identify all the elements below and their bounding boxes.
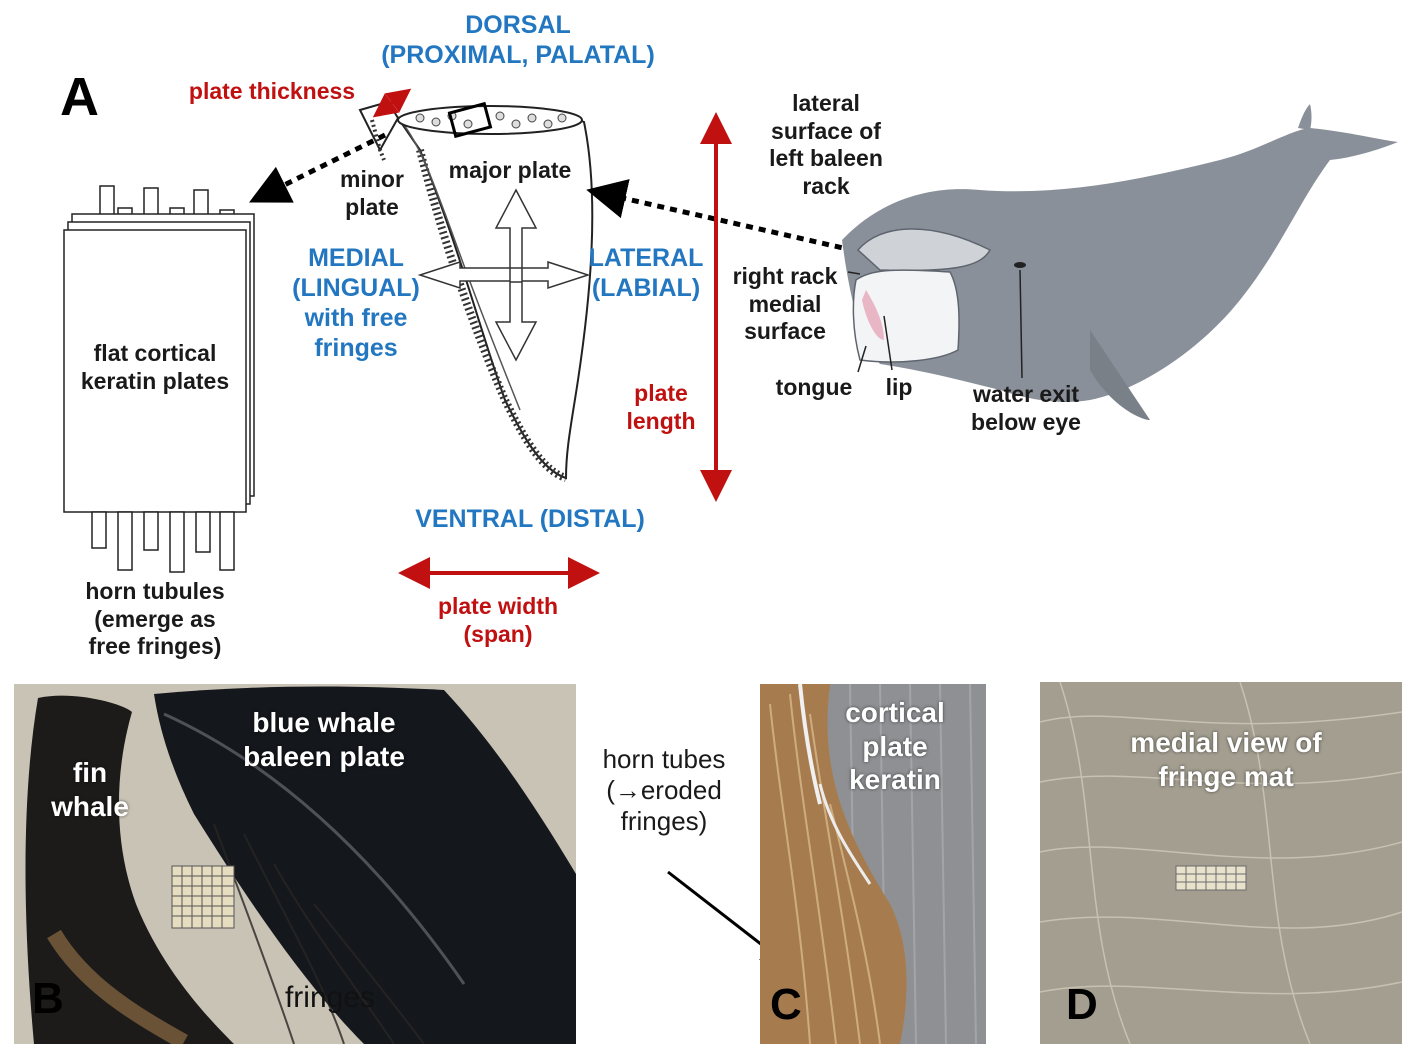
thickness-arrow [372, 88, 412, 118]
plate-thickness-label: plate thickness [188, 78, 356, 104]
fringes-label: fringes [284, 981, 376, 1014]
plate-length-label: plate length [626, 380, 696, 434]
cortical-plate-stack [63, 185, 255, 573]
panel-b-letter: B [32, 974, 64, 1023]
panel-d-photo: medial view of fringe mat D [1040, 682, 1402, 1044]
blue-whale-label: blue whale baleen plate [243, 707, 405, 772]
minor-plate-label: minor plate [340, 166, 404, 220]
lip-label: lip [885, 374, 913, 400]
cortical-keratin-label: cortical plate keratin [845, 697, 945, 796]
baleen-plate-drawing [358, 100, 594, 482]
pointer-to-plate-stack [249, 132, 387, 203]
whale-illustration [842, 104, 1398, 420]
direction-cross [417, 188, 591, 362]
dorsal-label: DORSAL (PROXIMAL, PALATAL) [381, 11, 655, 69]
fin-whale-label: fin whale [51, 757, 129, 822]
scale-grid-d [1175, 865, 1247, 891]
panel-b-photo: fin whale blue whale baleen plate fringe… [14, 684, 576, 1044]
horn-tubules-label: horn tubules (emerge as free fringes) [85, 578, 225, 660]
water-exit-label: water exit below eye [971, 381, 1081, 435]
panel-c-letter: C [770, 980, 802, 1029]
panel-c-photo: cortical plate keratin C [760, 684, 986, 1044]
major-plate-label: major plate [448, 157, 572, 183]
cortical-plates-label: flat cortical keratin plates [80, 340, 230, 394]
panel-a-illustration [63, 88, 1398, 589]
medial-label: MEDIAL (LINGUAL) with free fringes [292, 244, 420, 362]
panel-d-letter: D [1066, 980, 1098, 1029]
lateral-label: LATERAL (LABIAL) [588, 244, 704, 302]
fringe-mat-label: medial view of fringe mat [1130, 727, 1322, 792]
horn-tubes-label: horn tubes (→eroded fringes) [602, 744, 726, 837]
scale-grid [171, 865, 235, 929]
panel-a-letter: A [60, 67, 99, 127]
plate-width-label: plate width (span) [437, 593, 559, 647]
ventral-label: VENTRAL (DISTAL) [415, 505, 645, 533]
right-rack-label: right rack medial surface [732, 263, 838, 345]
lateral-surface-label: lateral surface of left baleen rack [769, 90, 883, 199]
tongue-label: tongue [775, 374, 853, 400]
